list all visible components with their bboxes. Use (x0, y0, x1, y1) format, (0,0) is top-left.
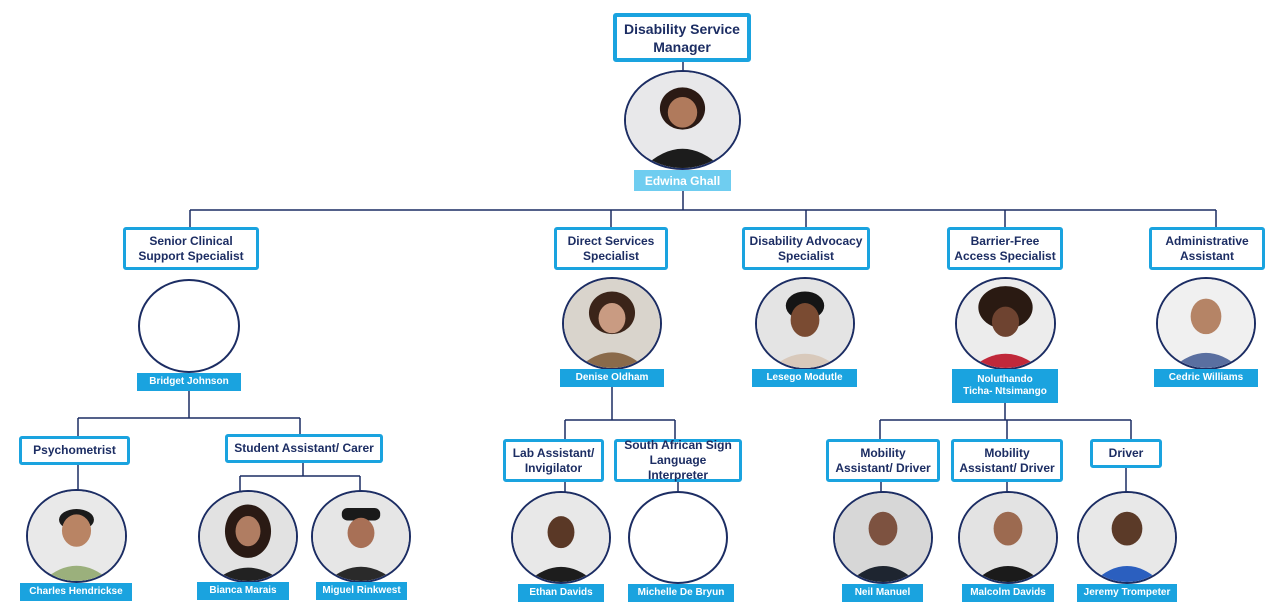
admin-assistant-name: Cedric Williams (1154, 369, 1258, 387)
ethan-name: Ethan Davids (518, 584, 604, 602)
bianca-name: Bianca Marais (197, 582, 289, 600)
malcolm-name: Malcolm Davids (962, 584, 1054, 602)
driver-title: Driver (1090, 439, 1162, 468)
barrier-free-name-line2: Ticha- Ntsimango (963, 386, 1047, 397)
charles-photo (26, 489, 127, 583)
jeremy-photo (1077, 491, 1177, 584)
charles-name: Charles Hendrickse (20, 583, 132, 601)
barrier-free-photo (955, 277, 1056, 370)
jeremy-name: Jeremy Trompeter (1077, 584, 1177, 602)
senior-clinical-photo (138, 279, 240, 373)
barrier-free-name-line1: Noluthando (977, 374, 1033, 385)
advocacy-photo (755, 277, 855, 370)
senior-clinical-title: Senior Clinical Support Specialist (123, 227, 259, 270)
neil-name: Neil Manuel (842, 584, 923, 602)
manager-title: Disability Service Manager (613, 13, 751, 62)
student-assistant-title: Student Assistant/ Carer (225, 434, 383, 463)
ethan-photo (511, 491, 611, 584)
manager-name: Edwina Ghall (634, 170, 731, 191)
miguel-name: Miguel Rinkwest (316, 582, 407, 600)
mobility-assistant-1-title: Mobility Assistant/ Driver (826, 439, 940, 482)
direct-services-photo (562, 277, 662, 370)
malcolm-photo (958, 491, 1058, 584)
direct-services-title: Direct Services Specialist (554, 227, 668, 270)
senior-clinical-name: Bridget Johnson (137, 373, 241, 391)
sign-language-title: South African Sign Language Interpreter (614, 438, 742, 482)
michelle-photo (628, 491, 728, 584)
lab-assistant-title: Lab Assistant/ Invigilator (503, 439, 604, 482)
advocacy-title: Disability Advocacy Specialist (742, 227, 870, 270)
bianca-photo (198, 490, 298, 583)
admin-assistant-title: Administrative Assistant (1149, 227, 1265, 270)
direct-services-name: Denise Oldham (560, 369, 664, 387)
barrier-free-title: Barrier-Free Access Specialist (947, 227, 1063, 270)
admin-assistant-photo (1156, 277, 1256, 370)
miguel-photo (311, 490, 411, 583)
psychometrist-title: Psychometrist (19, 436, 130, 465)
advocacy-name: Lesego Modutle (752, 369, 857, 387)
manager-photo (624, 70, 741, 170)
neil-photo (833, 491, 933, 584)
mobility-assistant-2-title: Mobility Assistant/ Driver (951, 439, 1063, 482)
michelle-name: Michelle De Bryun (628, 584, 734, 602)
barrier-free-name: Noluthando Ticha- Ntsimango (952, 369, 1058, 403)
